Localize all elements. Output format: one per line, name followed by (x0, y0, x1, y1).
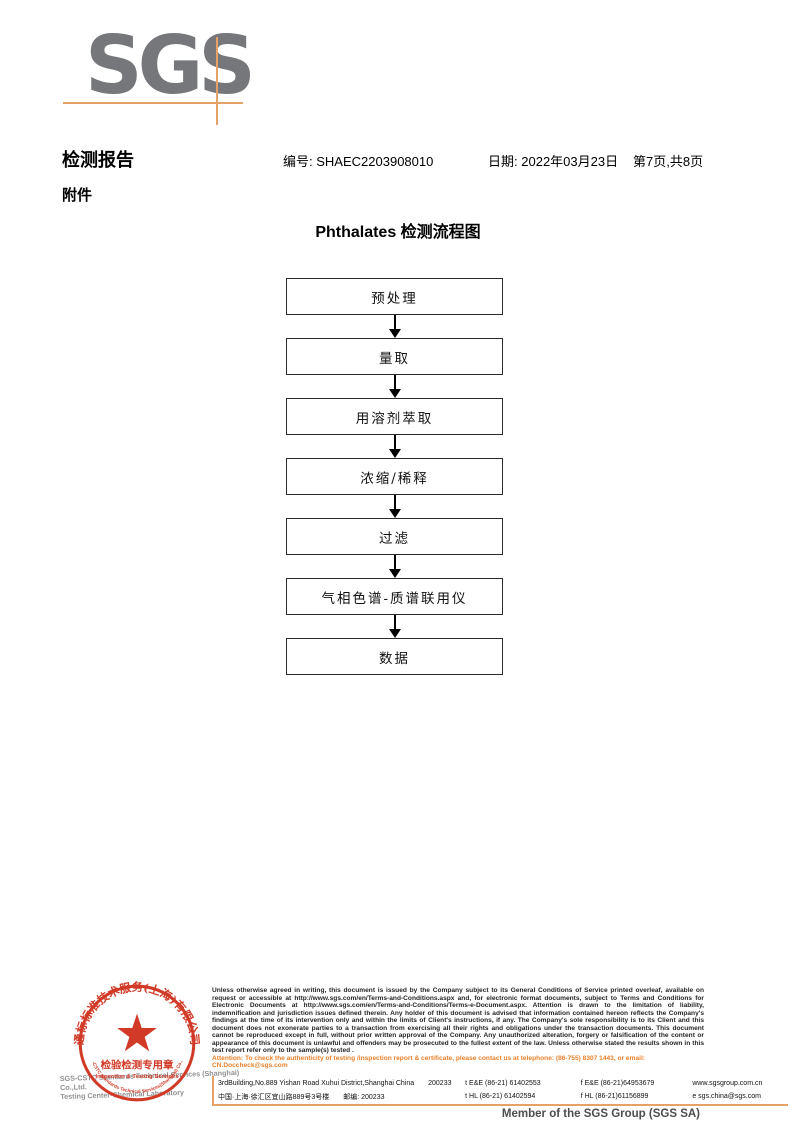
report-title: 检测报告 (62, 150, 134, 170)
attention-text: Attention: To check the authenticity of … (212, 1054, 645, 1070)
report-date-label: 日期: (488, 154, 518, 169)
flow-step-gcms: 气相色谱-质谱联用仪 (286, 578, 503, 615)
inspection-stamp-icon: 通标标准技术服务(上海)有限公司 SGS-CSTC Standards Tech… (66, 972, 202, 1102)
address-vertical-line (212, 1076, 214, 1104)
flow-step-pretreatment: 预处理 (286, 278, 503, 315)
address-row-en: 3rdBuilding,No.889 Yishan Road Xuhui Dis… (212, 1077, 792, 1090)
disclaimer-text: Unless otherwise agreed in writing, this… (212, 987, 704, 1055)
flow-arrow-icon (286, 615, 503, 638)
flow-step-data: 数据 (286, 638, 503, 675)
address-block: 3rdBuilding,No.889 Yishan Road Xuhui Dis… (212, 1076, 792, 1104)
postcode-en: 200233 (428, 1080, 452, 1087)
stamp-circle (78, 984, 196, 1102)
address-row-cn: 中国·上海·徐汇区宜山路889号3号楼 邮编: 200233 t HL (86-… (212, 1090, 792, 1103)
website: www.sgsgroup.com.cn (692, 1080, 763, 1087)
legal-block: Unless otherwise agreed in writing, this… (212, 987, 704, 1070)
report-number: 编号: SHAEC2203908010 (283, 151, 433, 170)
phone-hl: t HL (86-21) 61402594 (465, 1093, 536, 1100)
phone-ee: t E&E (86-21) 61402553 (465, 1080, 541, 1087)
address-cn: 中国·上海·徐汇区宜山路889号3号楼 (218, 1093, 330, 1101)
flow-step-solvent-extraction: 用溶剂萃取 (286, 398, 503, 435)
logo-horizontal-line (63, 102, 243, 104)
report-date-value: 2022年03月23日 (521, 154, 619, 169)
flow-arrow-icon (286, 495, 503, 518)
stamp-seal-label-en: Inspection & Testing Services (96, 1074, 180, 1080)
flow-arrow-icon (286, 375, 503, 398)
fax-hl: f HL (86-21)61156899 (580, 1093, 649, 1100)
page-indicator: 第7页,共8页 (633, 154, 704, 169)
flowchart: 预处理 量取 用溶剂萃取 浓缩/稀释 过滤 气相色谱-质谱联用仪 数据 (286, 278, 503, 675)
attachment-label: 附件 (62, 187, 93, 204)
flow-step-concentrate-dilute: 浓缩/稀释 (286, 458, 503, 495)
address-en: 3rdBuilding,No.889 Yishan Road Xuhui Dis… (218, 1080, 415, 1087)
footer-horizontal-line (212, 1104, 788, 1106)
sgs-member-line: Member of the SGS Group (SGS SA) (501, 1108, 700, 1120)
sgs-logo: SGS (85, 19, 256, 112)
flow-step-measure: 量取 (286, 338, 503, 375)
report-number-label: 编号: (283, 154, 313, 169)
flowchart-title: Phthalates 检测流程图 (315, 224, 481, 241)
fax-ee: f E&E (86-21)64953679 (580, 1080, 655, 1087)
flow-arrow-icon (286, 435, 503, 458)
flow-arrow-icon (286, 315, 503, 338)
flow-step-filter: 过滤 (286, 518, 503, 555)
stamp-seal-label: 检验检测专用章 (101, 1059, 174, 1072)
flow-arrow-icon (286, 555, 503, 578)
email: e sgs.china@sgs.com (692, 1093, 761, 1100)
report-number-value: SHAEC2203908010 (316, 154, 434, 169)
stamp-star-icon (117, 1013, 157, 1052)
report-date: 日期: 2022年03月23日 (488, 151, 618, 170)
postcode-cn: 邮编: 200233 (343, 1093, 385, 1101)
logo-vertical-line (216, 37, 218, 125)
